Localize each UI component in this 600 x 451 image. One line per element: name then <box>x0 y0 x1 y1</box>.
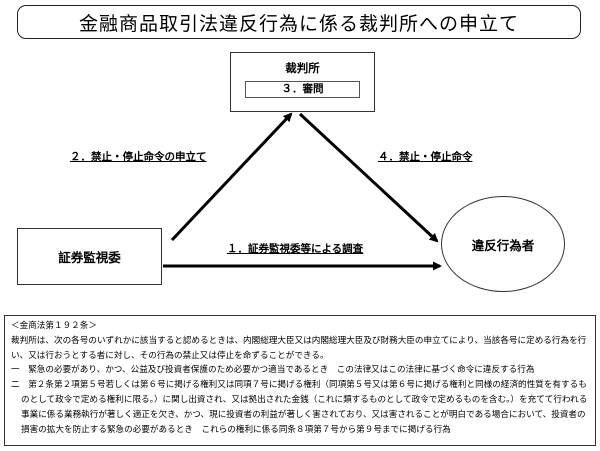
violator-circle: 違反行為者 <box>441 196 565 292</box>
law-item-1: 一 緊急の必要があり、かつ、公益及び投資者保護のため必要かつ適当であるとき この… <box>11 365 535 376</box>
law-text-box: ＜金商法第１９２条＞ 裁判所は、次の各号のいずれかに該当すると認めるときは、内閣… <box>4 315 596 446</box>
arrow-label-step4: ４．禁止・停止命令 <box>378 151 473 163</box>
court-box: 裁判所 ３．審問 <box>230 52 375 112</box>
law-item-2: 二 第２条第２項第５号若しくは第６号に掲げる権利又は同項７号に掲げる権利（同項第… <box>11 380 588 435</box>
law-heading: ＜金商法第１９２条＞ <box>11 321 97 331</box>
arrow-to-violator-order <box>298 112 439 243</box>
arrow-label-step1: １．証券監視委等による調査 <box>227 243 364 255</box>
page-title: 金融商品取引法違反行為に係る裁判所への申立て <box>17 5 581 39</box>
arrow-label-step2: ２．禁止・停止命令の申立て <box>70 151 207 163</box>
sec-commission-box: 証券監視委 <box>17 228 162 285</box>
law-body: 裁判所は、次の各号のいずれかに該当すると認めるときは、内閣総理大臣又は内閣総理大… <box>11 335 587 361</box>
arrow-to-court <box>170 112 293 242</box>
court-step-hearing: ３．審問 <box>245 81 360 98</box>
court-label: 裁判所 <box>285 61 320 75</box>
